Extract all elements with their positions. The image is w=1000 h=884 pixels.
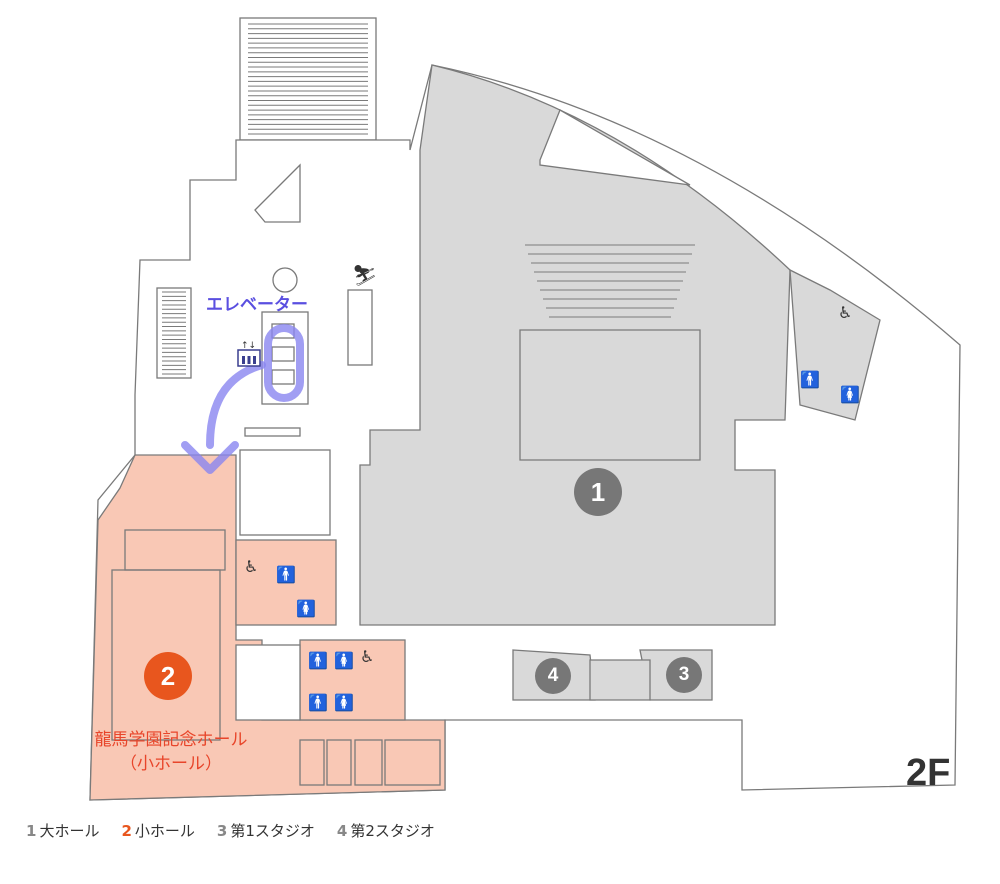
small-hall-label-line1: 龍馬学園記念ホール (94, 730, 248, 750)
legend-label: 大ホール (39, 822, 100, 840)
elevator-label: エレベーター (206, 295, 308, 315)
upper-stair (539, 109, 691, 186)
restroom-male-icon: 🚹 (308, 693, 328, 712)
legend-number: 1 (26, 822, 37, 840)
legend-label: 第2スタジオ (350, 822, 435, 840)
escalator-right (347, 289, 373, 366)
legend-number: 3 (216, 822, 228, 840)
restroom-female-icon: 🚺 (334, 651, 354, 670)
small-hall-foyer (124, 529, 226, 571)
restroom-female-icon: 🚺 (334, 693, 354, 712)
counter (244, 427, 301, 437)
north-stairs-steps (248, 23, 368, 135)
marker-studio-2[interactable]: 4 (535, 658, 571, 694)
marker-large-hall[interactable]: 1 (574, 468, 622, 516)
legend-label: 小ホール (134, 822, 195, 840)
large-hall (359, 64, 791, 626)
small-hall-label: 龍馬学園記念ホール （小ホール） (86, 728, 256, 776)
floor-label: 2F (906, 752, 951, 794)
restroom-block-south (299, 639, 406, 721)
restroom-block-north (235, 539, 337, 626)
upper-stair-core (254, 163, 301, 223)
central-room (239, 449, 331, 536)
legend-label: 第1スタジオ (230, 822, 315, 840)
restroom-male-icon: 🚹 (308, 651, 328, 670)
large-hall-stage-front (519, 329, 701, 461)
wheelchair-icon: ♿ (838, 303, 852, 322)
column (272, 267, 298, 293)
elevator-icon: ↑↓ (237, 341, 261, 367)
small-hall-label-line2: （小ホール） (120, 754, 222, 774)
legend-number: 4 (336, 822, 348, 840)
restroom-female-icon: 🚺 (840, 385, 860, 404)
escalator-left (156, 287, 192, 379)
east-restrooms (789, 268, 881, 421)
restroom-male-icon: 🚹 (800, 370, 820, 389)
wheelchair-icon: ♿ (244, 557, 258, 576)
service-core (235, 644, 301, 721)
elevator-route-arrow (181, 324, 304, 474)
wheelchair-icon: ♿ (360, 647, 374, 666)
svg-text:↑↓: ↑↓ (241, 341, 256, 351)
small-hall-rooms (299, 739, 441, 786)
studio-lobby (589, 659, 651, 701)
large-hall-seating (525, 244, 695, 318)
escalator-icon: ⛷ (352, 263, 377, 287)
north-stairs (239, 17, 377, 141)
restroom-female-icon: 🚺 (296, 599, 316, 618)
marker-studio-1[interactable]: 3 (666, 657, 702, 693)
marker-small-hall[interactable]: 2 (144, 652, 192, 700)
legend-number: 2 (121, 822, 132, 840)
restroom-male-icon: 🚹 (276, 565, 296, 584)
